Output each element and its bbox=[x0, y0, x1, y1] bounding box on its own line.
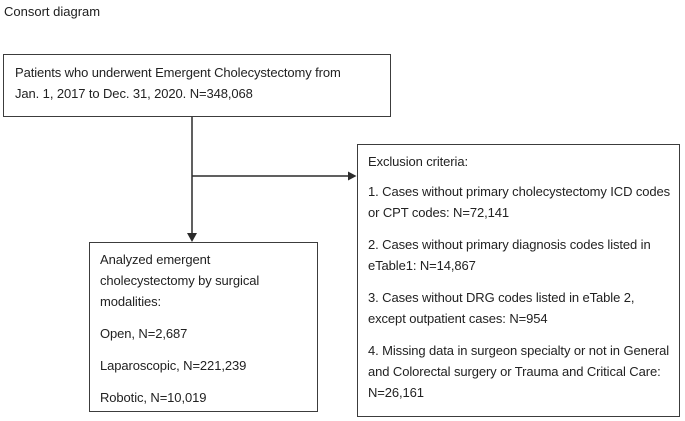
page-title: Consort diagram bbox=[4, 4, 101, 19]
analyzed-item-laparoscopic: Laparoscopic, N=221,239 bbox=[100, 358, 247, 373]
exclusion-box: Exclusion criteria: 1. Cases without pri… bbox=[357, 144, 680, 417]
arrowhead-down-icon bbox=[187, 233, 197, 242]
exclusion-item-3: 3. Cases without DRG codes listed in eTa… bbox=[368, 290, 635, 326]
analyzed-box-heading: Analyzed emergent cholecystectomy by sur… bbox=[100, 252, 260, 309]
enrollment-box: Patients who underwent Emergent Cholecys… bbox=[3, 54, 391, 117]
arrowhead-right-icon bbox=[348, 171, 357, 181]
exclusion-item-1: 1. Cases without primary cholecystectomy… bbox=[368, 184, 671, 220]
exclusion-item-4: 4. Missing data in surgeon specialty or … bbox=[368, 343, 669, 400]
exclusion-box-heading: Exclusion criteria: bbox=[368, 154, 468, 169]
analyzed-item-robotic: Robotic, N=10,019 bbox=[100, 390, 207, 405]
analyzed-item-open: Open, N=2,687 bbox=[100, 326, 188, 341]
exclusion-item-2: 2. Cases without primary diagnosis codes… bbox=[368, 237, 651, 273]
analyzed-box: Analyzed emergent cholecystectomy by sur… bbox=[89, 242, 318, 412]
enrollment-box-text: Patients who underwent Emergent Cholecys… bbox=[15, 65, 341, 101]
